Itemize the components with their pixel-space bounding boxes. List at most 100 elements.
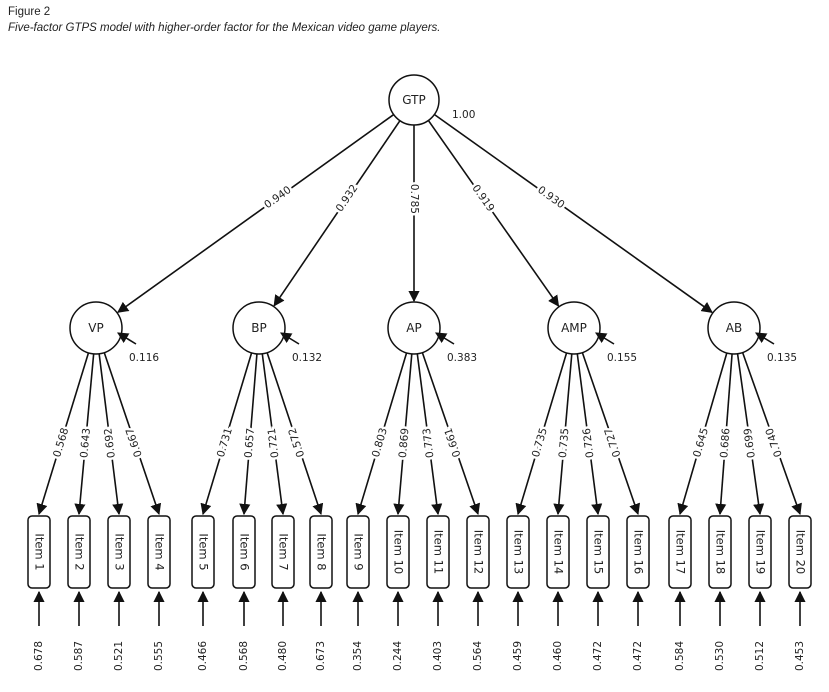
error-variance: 0.244 <box>392 641 404 671</box>
residual-value-vp: 0.116 <box>129 352 159 364</box>
factor-loading: 0.572 <box>286 426 307 458</box>
item-label: Item 11 <box>432 530 446 574</box>
item-label: Item 13 <box>512 530 526 574</box>
gtp-loading-vp: 0.940 <box>262 184 293 211</box>
error-variance: 0.587 <box>73 641 85 671</box>
loading-path <box>515 352 568 516</box>
error-variance: 0.459 <box>512 641 524 671</box>
item-label: Item 20 <box>794 530 808 574</box>
factor-loading: 0.726 <box>581 427 597 459</box>
loading-path <box>261 353 288 516</box>
loading-path <box>266 352 324 516</box>
item-box <box>67 515 91 589</box>
factor-loading: 0.731 <box>215 426 235 458</box>
error-variance: 0.403 <box>432 641 444 671</box>
figure-label: Figure 2 <box>8 6 51 18</box>
item-label: Item 15 <box>592 530 606 574</box>
error-variance: 0.460 <box>552 641 564 671</box>
factor-loading: 0.667 <box>124 426 145 458</box>
error-variance: 0.673 <box>315 641 327 671</box>
loading-path <box>98 353 124 516</box>
item-box <box>309 515 333 589</box>
loading-path <box>576 353 603 516</box>
item-box <box>191 515 215 589</box>
item-box <box>586 515 610 589</box>
error-variance: 0.564 <box>472 641 484 671</box>
error-variance: 0.472 <box>592 641 604 671</box>
item-box <box>546 515 570 589</box>
item-label: Item 9 <box>352 533 366 570</box>
loading-path <box>393 353 413 516</box>
error-variance: 0.354 <box>352 641 364 671</box>
item-label: Item 3 <box>113 533 127 570</box>
figure-title: Five-factor GTPS model with higher-order… <box>8 22 441 34</box>
factor-loading: 0.686 <box>718 427 732 458</box>
loading-path <box>103 352 162 516</box>
factor-loading: 0.869 <box>397 428 412 459</box>
residual-value-amp: 0.155 <box>607 352 637 364</box>
factor-loading: 0.803 <box>370 426 390 458</box>
error-variance: 0.568 <box>238 641 250 671</box>
loading-path <box>581 352 641 516</box>
error-variance: 0.555 <box>153 641 165 671</box>
factor-circle-ap <box>387 301 441 355</box>
error-variance: 0.466 <box>197 641 209 671</box>
error-variance: 0.584 <box>674 641 686 671</box>
error-variance: 0.678 <box>33 641 45 671</box>
error-variance: 0.480 <box>277 641 289 671</box>
item-label: Item 18 <box>714 530 728 574</box>
factor-loading: 0.735 <box>530 426 550 458</box>
residual-value-ab: 0.135 <box>767 352 797 364</box>
gtp-variance: 1.00 <box>452 109 475 121</box>
factor-label-amp: AMP <box>561 321 587 335</box>
factor-loading: 0.657 <box>243 428 257 459</box>
factor-loading: 0.735 <box>557 428 572 459</box>
loading-path <box>553 353 573 516</box>
loading-path <box>200 352 253 516</box>
item-label: Item 5 <box>197 533 211 570</box>
item-label: Item 17 <box>674 530 688 574</box>
error-variance: 0.512 <box>754 641 766 671</box>
residual-arrow-ap <box>435 332 455 345</box>
loading-path <box>36 352 90 516</box>
item-box <box>271 515 295 589</box>
factor-circle-amp <box>547 301 601 355</box>
item-box <box>708 515 732 589</box>
item-box <box>386 515 410 589</box>
error-variance: 0.453 <box>794 641 806 671</box>
loading-path <box>355 352 408 516</box>
factor-circle-bp <box>232 301 286 355</box>
residual-value-ap: 0.383 <box>447 352 477 364</box>
residual-arrow-bp <box>280 332 300 345</box>
loading-path <box>421 352 481 516</box>
loading-path <box>416 353 443 516</box>
item-box <box>346 515 370 589</box>
factor-loading: 0.721 <box>266 427 282 458</box>
gtp-loading-bp: 0.932 <box>334 183 361 215</box>
item-box <box>506 515 530 589</box>
item-label: Item 12 <box>472 530 486 574</box>
gtp-loading-amp: 0.919 <box>469 183 496 215</box>
item-box <box>27 515 51 589</box>
residual-arrow-vp <box>117 332 137 345</box>
item-box <box>107 515 131 589</box>
residual-arrow-ab <box>755 332 775 345</box>
error-variance: 0.521 <box>113 641 125 671</box>
item-label: Item 19 <box>754 530 768 574</box>
item-box <box>466 515 490 589</box>
item-box <box>626 515 650 589</box>
factor-label-vp: VP <box>88 321 103 335</box>
factor-circle-ab <box>707 301 761 355</box>
loading-path <box>239 353 258 516</box>
gtp-factor-label: GTP <box>402 93 425 107</box>
error-variance: 0.530 <box>714 641 726 671</box>
factor-loading: 0.740 <box>764 426 785 458</box>
item-box <box>232 515 256 589</box>
item-label: Item 2 <box>73 533 87 570</box>
item-label: Item 1 <box>33 533 47 570</box>
item-label: Item 16 <box>632 530 646 574</box>
loading-path <box>741 352 802 516</box>
item-label: Item 7 <box>277 533 291 570</box>
gtp-path-vp <box>117 113 395 313</box>
